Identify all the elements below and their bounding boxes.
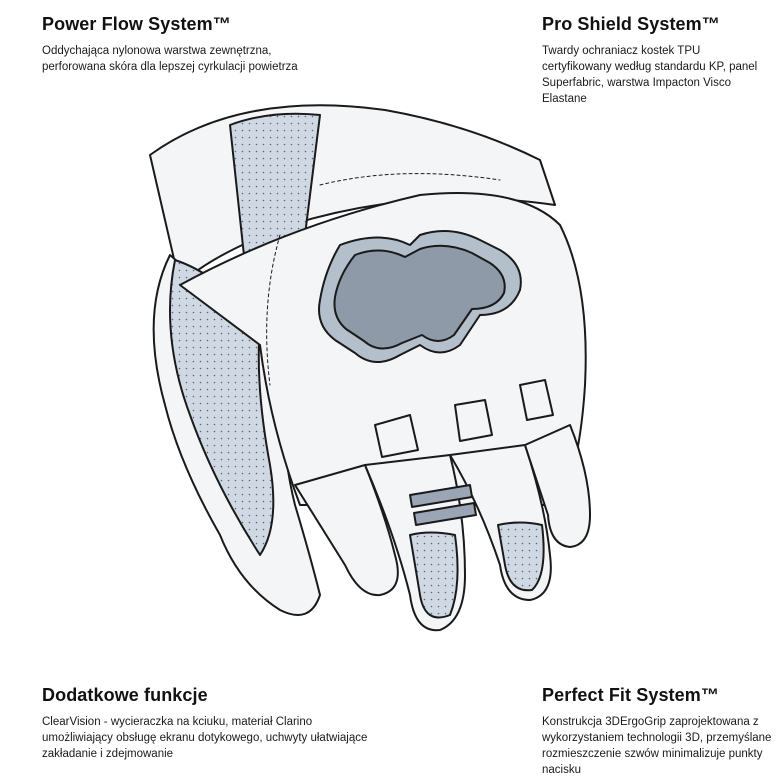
finger-perforated-panel: [409, 531, 459, 619]
feature-description: Konstrukcja 3DErgoGrip zaprojektowana z …: [542, 716, 772, 776]
finger-guard: [519, 379, 554, 421]
glove-finger-pinky: [524, 424, 591, 548]
glove-illustration: [149, 104, 591, 632]
feature-title: Dodatkowe funkcje: [42, 685, 208, 705]
feature-description: Twardy ochraniacz kostek TPU certyfikowa…: [542, 45, 758, 105]
feature-power-flow: Power Flow System™ Oddychająca nylonowa …: [42, 14, 332, 75]
glove-finger-index: [294, 464, 399, 597]
feature-perfect-fit: Perfect Fit System™ Konstrukcja 3DErgoGr…: [542, 685, 778, 778]
glove-seam: [266, 234, 281, 386]
feature-description: Oddychająca nylonowa warstwa zewnętrzna,…: [42, 45, 298, 73]
feature-title: Pro Shield System™: [542, 14, 720, 34]
feature-additional: Dodatkowe funkcje ClearVision - wycierac…: [42, 685, 372, 762]
finger-perforated-panel: [497, 521, 545, 592]
knuckle-armor-core: [333, 244, 506, 350]
knuckle-stripe: [413, 502, 477, 526]
glove-seam: [319, 173, 501, 186]
feature-title: Perfect Fit System™: [542, 685, 719, 705]
knuckle-stripe: [409, 484, 473, 508]
feature-title: Power Flow System™: [42, 14, 231, 34]
feature-description: ClearVision - wycieraczka na kciuku, mat…: [42, 716, 368, 760]
feature-pro-shield: Pro Shield System™ Twardy ochraniacz kos…: [542, 14, 772, 107]
finger-guard: [454, 399, 493, 442]
finger-guard: [374, 414, 419, 458]
